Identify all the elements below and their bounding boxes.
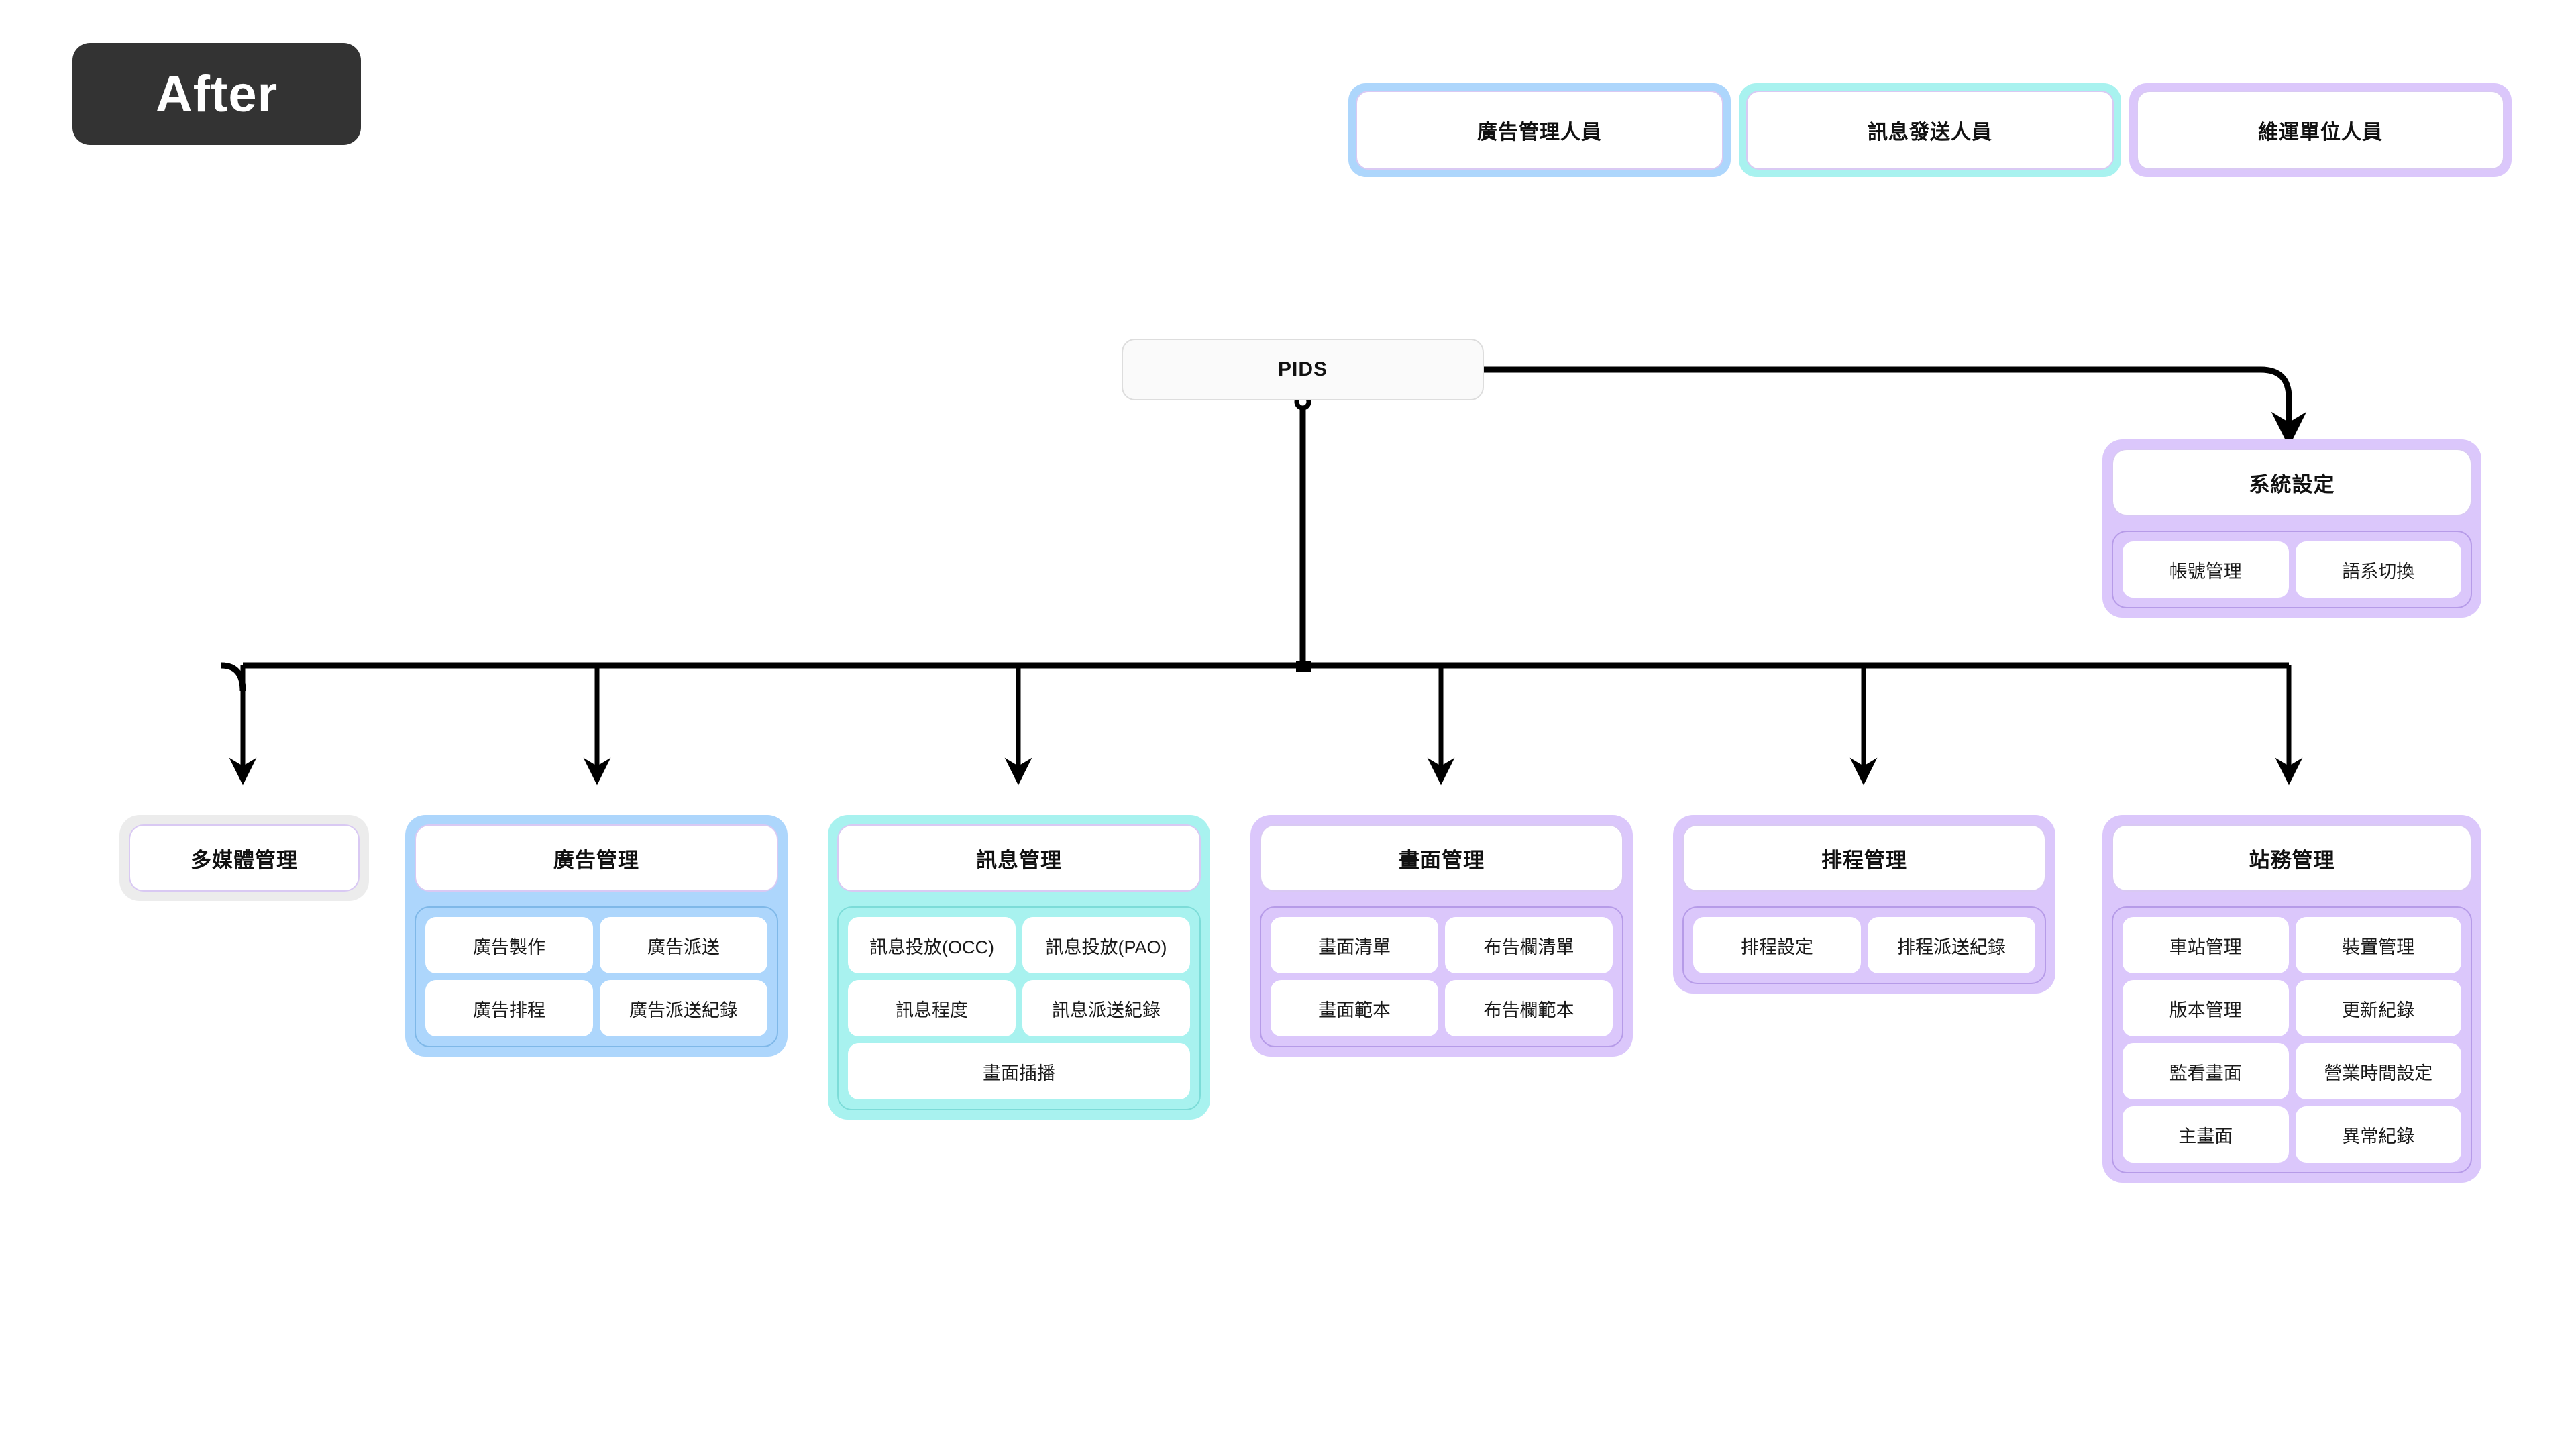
child-label: 訊息派送紀錄	[1052, 1000, 1161, 1020]
child-label: 畫面插播	[983, 1063, 1055, 1083]
node-title: 畫面管理	[1399, 848, 1485, 872]
child-label: 營業時間設定	[2324, 1063, 2433, 1083]
child-label: 更新紀錄	[2342, 1000, 2415, 1020]
node-children: 訊息投放(OCC) 訊息投放(PAO) 訊息程度 訊息派送紀錄 畫面插播	[837, 906, 1201, 1110]
node-children: 畫面清單 布告欄清單 畫面範本 布告欄範本	[1260, 906, 1623, 1047]
child-item[interactable]: 監看畫面	[2123, 1043, 2289, 1099]
node-ad-management[interactable]: 廣告管理 廣告製作 廣告派送 廣告排程 廣告派送紀錄	[405, 815, 788, 1057]
node-title: 廣告管理	[553, 848, 639, 872]
node-header[interactable]: 多媒體管理	[129, 824, 360, 892]
child-label: 畫面範本	[1318, 1000, 1391, 1020]
child-label: 布告欄範本	[1483, 1000, 1574, 1020]
legend-label: 訊息發送人員	[1868, 121, 1992, 144]
child-item[interactable]: 畫面插播	[848, 1043, 1190, 1099]
child-item[interactable]: 裝置管理	[2295, 917, 2461, 973]
legend-item-message-sender: 訊息發送人員	[1739, 83, 2121, 177]
node-multimedia-management[interactable]: 多媒體管理	[119, 815, 369, 901]
child-item[interactable]: 車站管理	[2123, 917, 2289, 973]
child-label: 訊息投放(OCC)	[869, 936, 994, 957]
legend-inner: 廣告管理人員	[1356, 91, 1723, 170]
child-label: 廣告派送紀錄	[629, 1000, 738, 1020]
child-item[interactable]: 訊息派送紀錄	[1022, 980, 1190, 1036]
legend-inner: 訊息發送人員	[1746, 91, 2114, 170]
child-item[interactable]: 廣告派送	[600, 917, 767, 973]
node-title: 系統設定	[2249, 472, 2335, 496]
child-item[interactable]: 更新紀錄	[2295, 980, 2461, 1036]
child-label: 監看畫面	[2169, 1063, 2242, 1083]
after-badge: After	[72, 43, 361, 145]
child-label: 主畫面	[2178, 1126, 2233, 1146]
child-item[interactable]: 版本管理	[2123, 980, 2289, 1036]
child-item[interactable]: 布告欄範本	[1445, 980, 1613, 1036]
node-header[interactable]: 廣告管理	[415, 824, 778, 892]
child-item[interactable]: 訊息投放(OCC)	[848, 917, 1016, 973]
child-label: 訊息程度	[896, 1000, 968, 1020]
child-item[interactable]: 廣告排程	[425, 980, 593, 1036]
node-children: 帳號管理 語系切換	[2112, 531, 2472, 608]
legend-label: 廣告管理人員	[1477, 121, 1602, 144]
child-label: 版本管理	[2169, 1000, 2242, 1020]
node-children: 車站管理 裝置管理 版本管理 更新紀錄 監看畫面 營業時間設定 主畫面 異常紀錄	[2112, 906, 2472, 1173]
root-node-pids[interactable]: PIDS	[1122, 339, 1484, 400]
child-label: 畫面清單	[1318, 936, 1391, 957]
child-label: 排程派送紀錄	[1897, 936, 2006, 957]
child-item[interactable]: 廣告製作	[425, 917, 593, 973]
legend-label: 維運單位人員	[2258, 121, 2383, 144]
child-item[interactable]: 異常紀錄	[2295, 1106, 2461, 1163]
node-message-management[interactable]: 訊息管理 訊息投放(OCC) 訊息投放(PAO) 訊息程度 訊息派送紀錄 畫面插…	[828, 815, 1210, 1120]
child-label: 語系切換	[2342, 561, 2415, 582]
after-badge-label: After	[155, 65, 278, 123]
child-label: 車站管理	[2169, 936, 2242, 957]
node-title: 訊息管理	[976, 848, 1062, 872]
node-header[interactable]: 畫面管理	[1260, 824, 1623, 892]
child-label: 異常紀錄	[2342, 1126, 2415, 1146]
child-label: 訊息投放(PAO)	[1045, 936, 1167, 957]
legend-inner: 維運單位人員	[2137, 91, 2504, 170]
node-title: 排程管理	[1821, 848, 1907, 872]
node-station-management[interactable]: 站務管理 車站管理 裝置管理 版本管理 更新紀錄 監看畫面 營業時間設定 主畫面…	[2102, 815, 2481, 1183]
node-header[interactable]: 系統設定	[2112, 449, 2472, 516]
node-children: 排程設定 排程派送紀錄	[1682, 906, 2046, 984]
child-item[interactable]: 排程派送紀錄	[1868, 917, 2035, 973]
node-title: 多媒體管理	[191, 848, 298, 872]
child-label: 廣告排程	[473, 1000, 545, 1020]
node-schedule-management[interactable]: 排程管理 排程設定 排程派送紀錄	[1673, 815, 2055, 994]
root-node-label: PIDS	[1277, 358, 1328, 380]
child-label: 廣告派送	[647, 936, 720, 957]
node-header[interactable]: 訊息管理	[837, 824, 1201, 892]
child-item[interactable]: 主畫面	[2123, 1106, 2289, 1163]
child-label: 排程設定	[1741, 936, 1813, 957]
node-header[interactable]: 站務管理	[2112, 824, 2472, 892]
child-item[interactable]: 帳號管理	[2123, 541, 2289, 598]
node-title: 站務管理	[2249, 848, 2335, 872]
node-screen-management[interactable]: 畫面管理 畫面清單 布告欄清單 畫面範本 布告欄範本	[1250, 815, 1633, 1057]
child-item[interactable]: 布告欄清單	[1445, 917, 1613, 973]
node-children: 廣告製作 廣告派送 廣告排程 廣告派送紀錄	[415, 906, 778, 1047]
legend-item-ad-manager: 廣告管理人員	[1348, 83, 1731, 177]
child-item[interactable]: 排程設定	[1693, 917, 1861, 973]
child-label: 布告欄清單	[1483, 936, 1574, 957]
legend-item-ops-unit: 維運單位人員	[2129, 83, 2512, 177]
child-item[interactable]: 畫面清單	[1271, 917, 1438, 973]
node-system-settings[interactable]: 系統設定 帳號管理 語系切換	[2102, 439, 2481, 618]
child-item[interactable]: 廣告派送紀錄	[600, 980, 767, 1036]
child-label: 廣告製作	[473, 936, 545, 957]
child-label: 裝置管理	[2342, 936, 2415, 957]
child-item[interactable]: 訊息投放(PAO)	[1022, 917, 1190, 973]
child-item[interactable]: 畫面範本	[1271, 980, 1438, 1036]
child-item[interactable]: 語系切換	[2295, 541, 2461, 598]
node-header[interactable]: 排程管理	[1682, 824, 2046, 892]
child-item[interactable]: 營業時間設定	[2295, 1043, 2461, 1099]
child-item[interactable]: 訊息程度	[848, 980, 1016, 1036]
child-label: 帳號管理	[2169, 561, 2242, 582]
